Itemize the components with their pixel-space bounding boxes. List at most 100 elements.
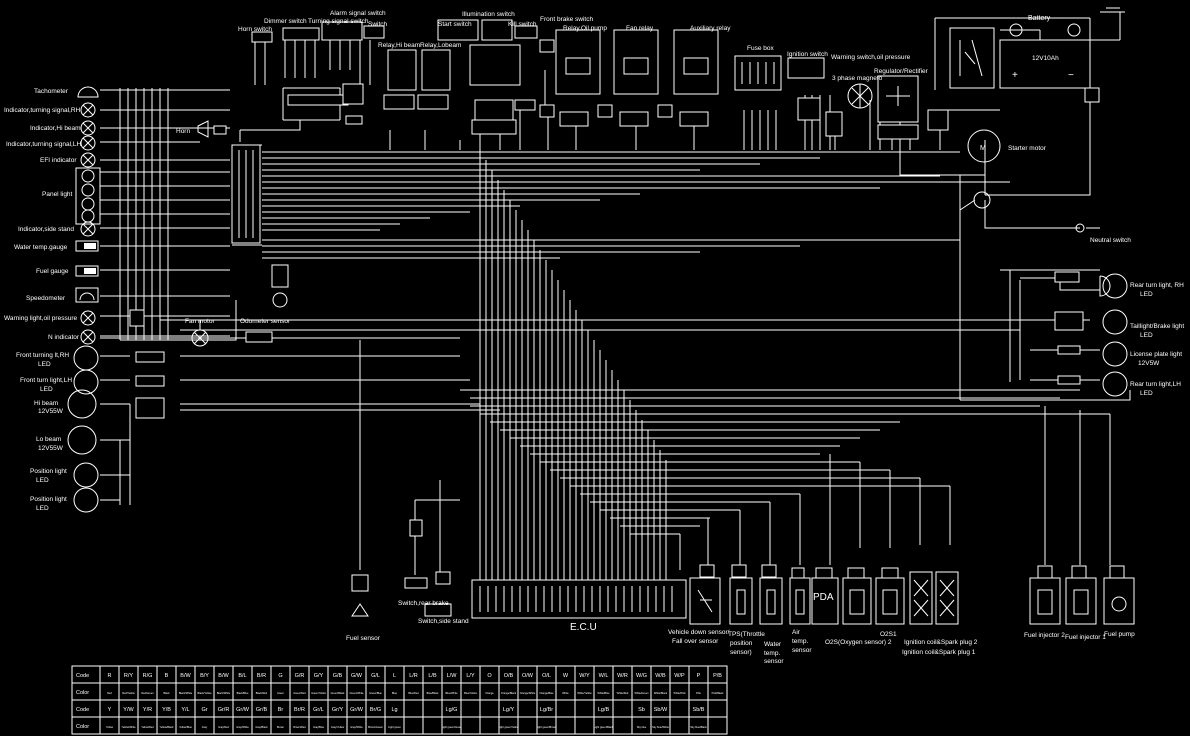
relays xyxy=(514,29,719,127)
color-table-code: G/Y xyxy=(314,673,324,679)
o2s2-label: O2S(Oxygen sensor) 2 xyxy=(825,639,892,646)
relay-lobeam-label: Relay,Lobeam xyxy=(420,42,461,49)
n-indicator-label: N indicator xyxy=(48,334,80,341)
color-table-code: L xyxy=(393,673,396,679)
battery-symbol xyxy=(949,23,1100,103)
color-table-color-name: Sky blue/White xyxy=(652,726,669,729)
horn-switch-label: Horn switch xyxy=(238,26,272,33)
color-table-code: O/B xyxy=(504,673,514,679)
color-table-code: O/W xyxy=(522,673,534,679)
air-temp-sensor-label-3: sensor xyxy=(792,647,812,654)
lo-beam-label: Lo beam xyxy=(36,436,61,443)
color-table-color-name: Gray/White xyxy=(350,726,363,729)
color-table-row-head: Code xyxy=(76,707,89,713)
switch-side-stand-label: Switch,side stand xyxy=(418,618,469,625)
color-table-code: O/L xyxy=(542,673,551,679)
relay-oil-pump-label: Relay,Oil pump xyxy=(563,25,607,32)
fan-relay-label: Fan relay xyxy=(626,25,654,32)
color-table-color-name: White/Red xyxy=(617,692,629,695)
tachometer-label: Tachometer xyxy=(34,88,69,95)
color-table-code: Gr xyxy=(201,707,207,713)
color-table-code: W/B xyxy=(655,673,666,679)
color-table-color-name: Blue/Black xyxy=(427,692,440,695)
color-table-row-head: Code xyxy=(76,673,89,679)
o2s1-label: O2S1 xyxy=(880,631,897,638)
color-table-code: Br xyxy=(278,707,284,713)
dimmer-switch-label: Dimmer switch xyxy=(264,18,307,25)
color-table-color-name: Red/Green xyxy=(141,692,154,695)
color-table-color-name: Brown/Red xyxy=(293,726,306,729)
color-table-code: B/W xyxy=(180,673,191,679)
color-table-code: Lg/B xyxy=(598,707,610,713)
color-table-code: L/W xyxy=(447,673,458,679)
color-table-color-name: Blue/Yellow xyxy=(464,692,477,695)
color-table-color-name: Brown/Green xyxy=(368,726,383,729)
color-table-color-name: White/Black xyxy=(654,692,668,695)
color-table-color-name: Brown xyxy=(277,726,285,729)
efi-indicator-label: EFI indicator xyxy=(40,157,77,164)
fuse-box-symbol xyxy=(734,55,843,137)
color-table-color-name: Red xyxy=(107,692,112,695)
color-table-code: Y/W xyxy=(123,707,134,713)
hi-beam-label: Hi beam xyxy=(34,400,58,407)
bottom-left-sensors xyxy=(351,519,452,617)
color-table-code: O xyxy=(487,673,492,679)
position-light-2-label: Position light xyxy=(30,496,67,503)
alarm-signal-switch-label: Alarm signal switch xyxy=(330,10,386,17)
tps-label-1: TPS(Throttle xyxy=(728,631,765,638)
ignition-switch-label: Ignition switch xyxy=(787,51,828,58)
water-temp-gauge-label: Water temp.gauge xyxy=(14,244,68,251)
color-table-code: G/R xyxy=(295,673,305,679)
tachometer-symbol xyxy=(77,86,99,98)
rear-lamps xyxy=(1054,271,1128,397)
color-table-color-name: Light green/Brown xyxy=(536,726,557,729)
color-table-code: Br/G xyxy=(370,707,381,713)
color-table-color-name: Sky blue xyxy=(637,726,647,729)
hi-beam-spec-label: 12V55W xyxy=(38,408,64,415)
indicator-turn-rh-label: Indicator,turning signal,RH xyxy=(4,107,81,114)
color-table-code: G/W xyxy=(351,673,363,679)
starter-motor-symbol xyxy=(967,129,1001,209)
color-table-color-name: Orange/White xyxy=(520,692,536,695)
color-table-color-name: Yellow/Red xyxy=(141,726,154,729)
rear-turn-lh-label: Rear turn light,LH xyxy=(1130,381,1181,388)
color-table-color-name: Gray xyxy=(202,726,208,729)
color-table-color-name: Black/Blue xyxy=(237,692,249,695)
phase-magneto-label: 3 phase magneto xyxy=(832,75,883,82)
fuel-injector-1-label: Fuel injector 1 xyxy=(1065,634,1106,641)
indicator-side-stand-label: Indicator,side stand xyxy=(18,226,74,233)
speedometer-label: Speedometer xyxy=(26,295,66,302)
indicator-hibeam-label: Indicator,Hi beam xyxy=(30,125,81,132)
warning-light-oil-label: Warning light,oil pressure xyxy=(4,315,77,322)
ignition-coil-1-label: Ignition coil&Spark plug 1 xyxy=(902,649,976,656)
fuel-pump-label: Fuel pump xyxy=(1104,631,1135,638)
color-table-code: W/L xyxy=(599,673,609,679)
odometer-sensor-symbol xyxy=(245,331,273,343)
harness-wires xyxy=(100,7,1131,580)
color-table-code: L/R xyxy=(409,673,418,679)
neutral-switch-symbol xyxy=(1075,223,1100,233)
tps-label-3: sensor) xyxy=(730,649,752,656)
fan-motor-label: Fan motor xyxy=(185,318,215,325)
color-table-code: L/Y xyxy=(466,673,475,679)
pda-label: PDA xyxy=(813,592,834,603)
battery-label: Battery xyxy=(1028,15,1051,22)
color-table-code: B/Y xyxy=(200,673,209,679)
color-table-color-name: Light green/Green xyxy=(441,726,462,729)
color-table-color-name: Orange/Blue xyxy=(539,692,554,695)
water-temp-sensor-label-3: sensor xyxy=(764,658,784,665)
color-table-color-name: Gray/White xyxy=(236,726,249,729)
color-table-code: W xyxy=(563,673,569,679)
color-table-code: Gr/R xyxy=(218,707,230,713)
water-temp-sensor-label-1: Water xyxy=(764,641,782,648)
position-light-1-label: Position light xyxy=(30,468,67,475)
warning-switch-label: Warning switch,oil pressure xyxy=(831,54,911,61)
rear-turn-lh-led-label: LED xyxy=(1140,390,1153,397)
color-table-color-name: Gray/Blue xyxy=(313,726,325,729)
color-table-code: Y/R xyxy=(143,707,152,713)
auxiliary-relay-label: Auxiliary relay xyxy=(690,25,731,32)
color-table-code: W/Y xyxy=(579,673,590,679)
color-table-code: Lg xyxy=(391,707,397,713)
battery-plus-label: + xyxy=(1012,70,1018,81)
